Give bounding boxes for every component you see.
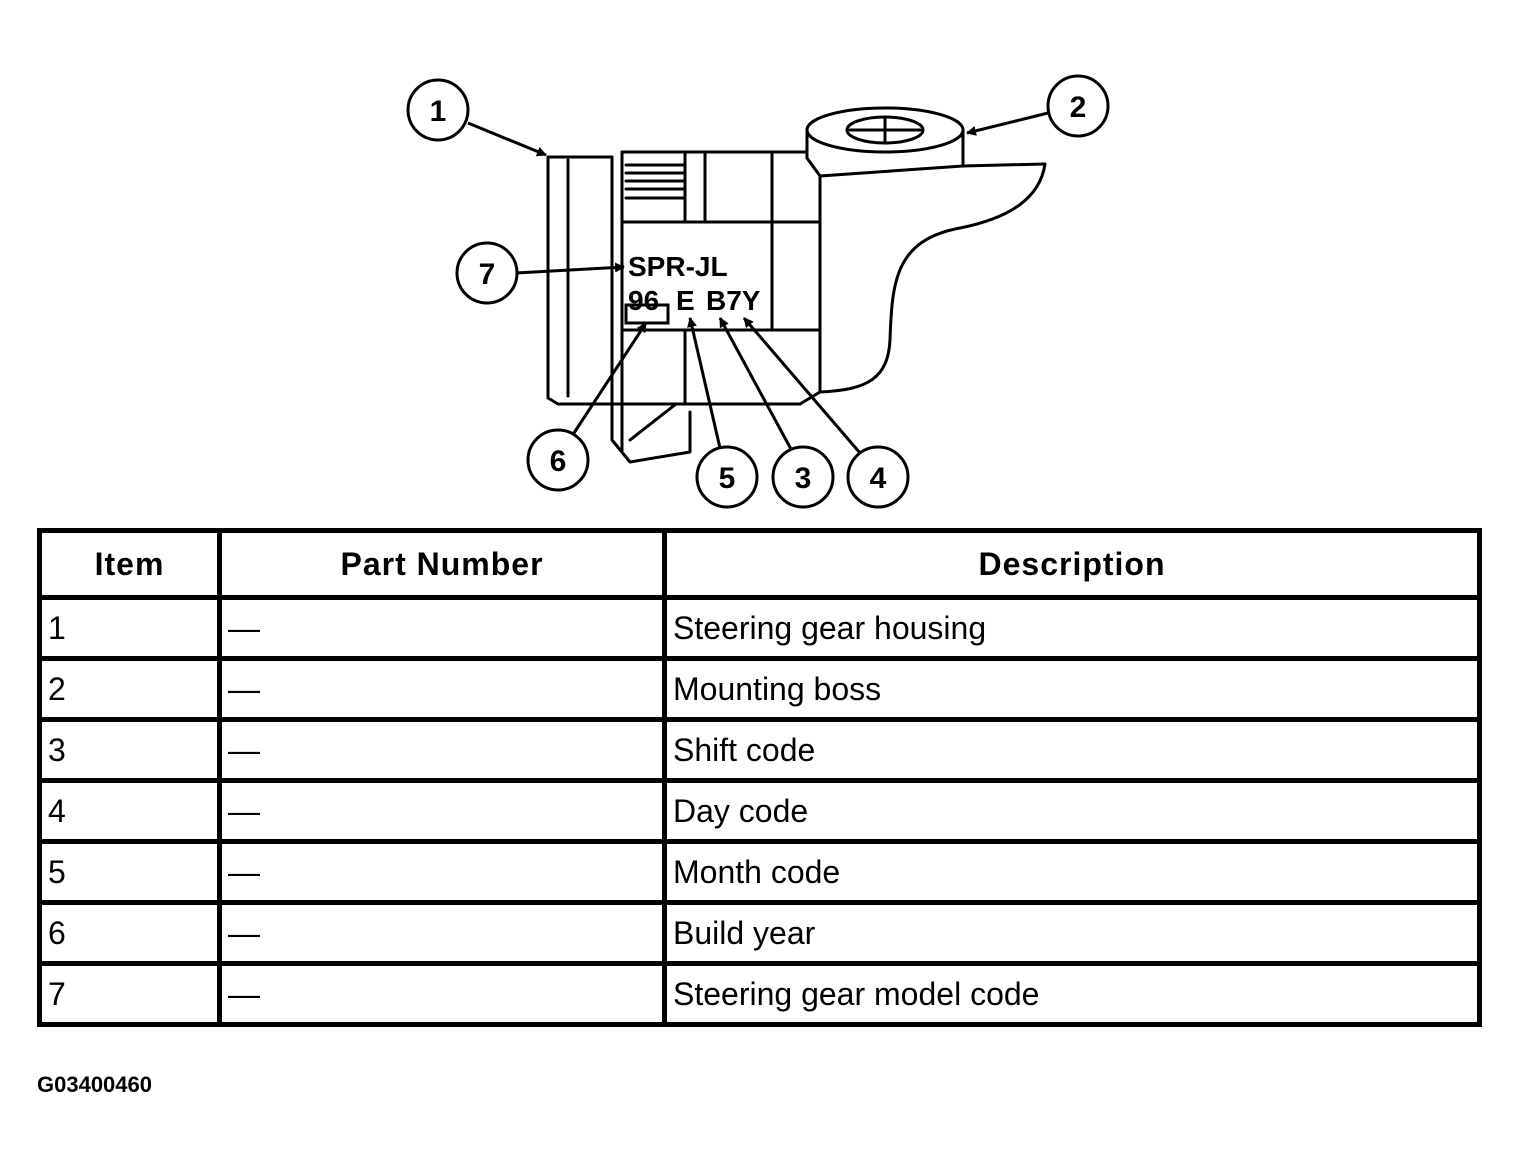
day-shift-code-stamp: B7Y	[706, 285, 761, 316]
table-row: 7 — Steering gear model code	[37, 961, 1482, 1027]
leader-arrow-7	[515, 262, 625, 275]
model-code-stamp: SPR-JL	[628, 251, 728, 282]
description-cell: Mounting boss	[662, 656, 1482, 722]
build-year-stamp: 96	[628, 285, 659, 316]
item-cell: 3	[37, 717, 222, 783]
figure-id-label: G03400460	[37, 1072, 152, 1097]
callout-number: 2	[1070, 91, 1087, 124]
leader-arrow-2	[966, 111, 1049, 136]
callout-circle	[406, 78, 470, 142]
part-number-cell: —	[217, 839, 667, 905]
callout-number: 6	[550, 445, 567, 478]
description-cell: Day code	[662, 778, 1482, 844]
item-cell: 1	[37, 595, 222, 661]
leader-arrow-3	[718, 317, 794, 452]
item-cell: 6	[37, 900, 222, 966]
callout-number: 5	[719, 462, 736, 495]
callout-circle	[846, 445, 910, 509]
callout-circle	[526, 428, 590, 492]
callout-number: 3	[795, 462, 812, 495]
item-cell: 4	[37, 778, 222, 844]
callout-circle	[455, 241, 519, 305]
parts-legend-table: Item Part Number Description 1 — Steerin…	[37, 528, 1482, 1027]
table-row: 6 — Build year	[37, 900, 1482, 966]
callout-number: 4	[870, 462, 887, 495]
callout-2: 2	[1046, 74, 1110, 138]
callout-4: 4	[846, 445, 910, 509]
leader-arrow-1	[467, 121, 547, 157]
description-cell: Month code	[662, 839, 1482, 905]
leader-lines	[467, 111, 1049, 454]
table-row: 4 — Day code	[37, 778, 1482, 844]
build-year-marker	[624, 303, 670, 325]
callout-circle	[771, 445, 835, 509]
table-row: 5 — Month code	[37, 839, 1482, 905]
table-header-row: Item Part Number Description	[37, 528, 1482, 600]
steering-gear-diagram: SPR-JL 96 E B7Y 1 2 3 4 5 6 7	[406, 74, 1110, 509]
description-cell: Steering gear model code	[662, 961, 1482, 1027]
table-row: 1 — Steering gear housing	[37, 595, 1482, 661]
leader-arrow-6	[572, 322, 648, 434]
callout-circle	[695, 445, 759, 509]
item-cell: 7	[37, 961, 222, 1027]
leader-arrow-4	[742, 317, 862, 454]
callout-number: 1	[430, 95, 447, 128]
table-row: 3 — Shift code	[37, 717, 1482, 783]
callout-circle	[1046, 74, 1110, 138]
part-number-cell: —	[217, 656, 667, 722]
callout-5: 5	[695, 445, 759, 509]
month-code-stamp: E	[676, 285, 695, 316]
callout-number: 7	[479, 258, 496, 291]
item-cell: 5	[37, 839, 222, 905]
item-column-header: Item	[37, 528, 222, 600]
description-cell: Build year	[662, 900, 1482, 966]
part-number-cell: —	[217, 961, 667, 1027]
callout-6: 6	[526, 428, 590, 492]
item-cell: 2	[37, 656, 222, 722]
part-number-cell: —	[217, 900, 667, 966]
part-number-cell: —	[217, 595, 667, 661]
callout-7: 7	[455, 241, 519, 305]
description-column-header: Description	[662, 528, 1482, 600]
steering-gear-housing-drawing	[546, 106, 1047, 464]
callout-1: 1	[406, 78, 470, 142]
part-number-cell: —	[217, 778, 667, 844]
part-number-column-header: Part Number	[217, 528, 667, 600]
description-cell: Steering gear housing	[662, 595, 1482, 661]
callout-3: 3	[771, 445, 835, 509]
table-row: 2 — Mounting boss	[37, 656, 1482, 722]
part-number-cell: —	[217, 717, 667, 783]
leader-arrow-5	[687, 317, 722, 449]
description-cell: Shift code	[662, 717, 1482, 783]
